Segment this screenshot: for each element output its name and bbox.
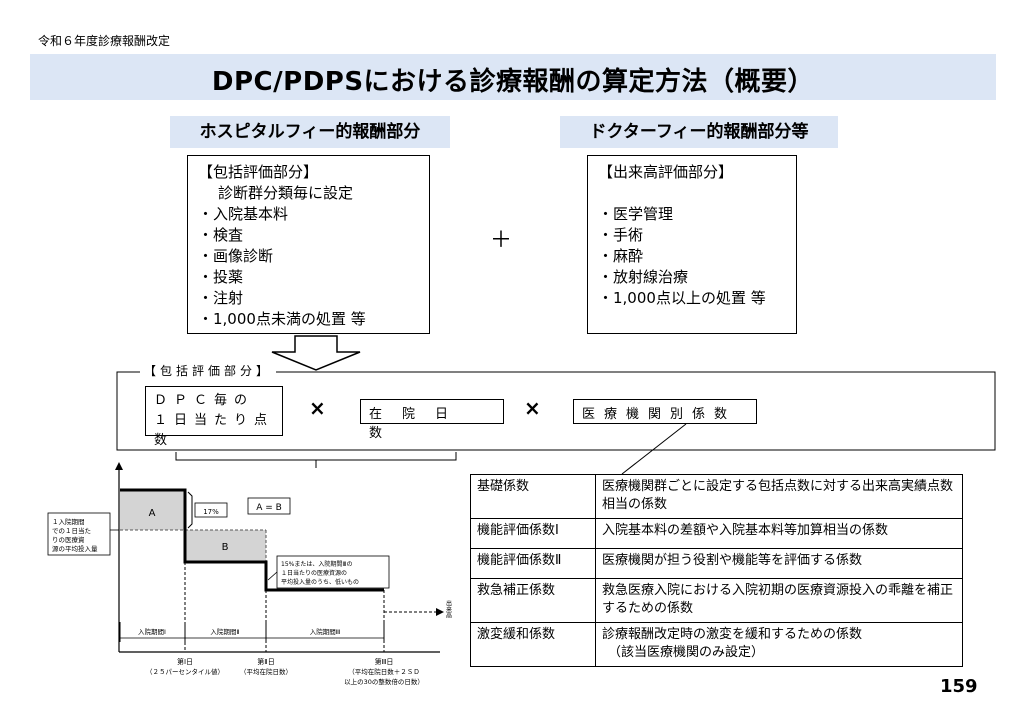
period2-label: 入院期間Ⅱ: [210, 627, 239, 636]
area-b: [185, 530, 266, 562]
coef-desc: 医療機関群ごとに設定する包括点数に対する出来高実績点数相当の係数: [595, 474, 963, 519]
callout-line: [621, 423, 687, 475]
note15-box: [276, 555, 390, 589]
y-axis-arrow-icon: [115, 462, 123, 470]
ffs-item: ・1,000点以上の処置 等: [598, 289, 766, 307]
fee-for-service-box: 【出来高評価部分】 ・医学管理 ・手術 ・麻酔 ・放射線治療 ・1,000点以上…: [587, 155, 797, 334]
plus-sign: ＋: [490, 228, 513, 253]
formula-term-coefficient: 医療機関別係数: [573, 399, 757, 424]
coef-name: 基礎係数: [470, 474, 596, 519]
pct-box: [194, 502, 228, 518]
step-line: [120, 488, 384, 592]
coef-desc-note: （該当医療機関のみ設定）: [608, 645, 765, 660]
doctor-fee-heading: ドクターフィー的報酬部分等: [560, 116, 838, 148]
day2-sub: （平均在院日数）: [240, 667, 292, 676]
inclusive-item: ・注射: [198, 289, 244, 307]
y-note-box: [47, 512, 111, 556]
inclusive-item: ・画像診断: [198, 247, 274, 265]
coef-desc: 救急医療入院における入院初期の医療資源投入の乖離を補正するための係数: [595, 578, 963, 623]
brace-line: [175, 452, 457, 468]
day3-label: 第Ⅲ日: [375, 657, 394, 666]
day1-label: 第Ⅰ日: [177, 657, 193, 666]
table-row: 激変緩和係数 診療報酬改定時の激変を緩和するための係数 （該当医療機関のみ設定）: [470, 622, 963, 667]
ffs-item: ・医学管理: [598, 205, 674, 223]
note15-line: 平均投入量のうち、低いもの: [281, 578, 359, 586]
x-axis-arrow-icon: [436, 608, 444, 616]
coef-desc: 診療報酬改定時の激変を緩和するための係数 （該当医療機関のみ設定）: [595, 622, 963, 667]
inclusive-item: ・1,000点未満の処置 等: [198, 310, 366, 328]
note15-line: １日当たりの医療資源の: [281, 569, 347, 577]
formula-term-days: 在院日数: [360, 399, 504, 441]
day3-sub2: 以上の30の整数倍の日数）: [344, 677, 424, 686]
coef-name: 機能評価係数Ⅰ: [470, 518, 596, 549]
coefficient-table: 基礎係数 医療機関群ごとに設定する包括点数に対する出来高実績点数相当の係数 機能…: [470, 474, 963, 667]
down-arrow-icon: [271, 335, 361, 371]
coef-desc-line: 診療報酬改定時の激変を緩和するための係数: [602, 627, 863, 642]
period3-label: 入院期間Ⅲ: [310, 627, 340, 636]
eq-label: A = B: [256, 503, 282, 513]
coef-desc: 医療機関が担う役割や機能等を評価する係数: [595, 548, 963, 579]
formula-term-daily-points: ＤＰＣ毎の １日当たり点数: [145, 386, 283, 448]
area-a-label: A: [149, 508, 156, 519]
ffs-item: ・手術: [598, 226, 644, 244]
day3-sub1: （平均在院日数＋２ＳＤ: [348, 667, 420, 676]
page-title: DPC/PDPSにおける診療報酬の算定方法（概要）: [211, 67, 815, 97]
inclusive-item: ・入院基本料: [198, 205, 289, 223]
inclusive-evaluation-box: 【包括評価部分】 診断群分類毎に設定 ・入院基本料 ・検査 ・画像診断 ・投薬 …: [187, 155, 430, 334]
inclusive-item: ・検査: [198, 226, 244, 244]
day1-sub: （２５パーセンタイル値）: [146, 667, 224, 676]
note15-line: 15%または、入院期間Ⅲの: [281, 560, 352, 568]
multiply-sign: ×: [524, 396, 541, 420]
x-unit-label: 出来高: [445, 599, 452, 619]
table-row: 救急補正係数 救急医療入院における入院初期の医療資源投入の乖離を補正するための係…: [470, 578, 963, 623]
y-note-line: 源の平均投入量: [52, 544, 98, 553]
table-row: 機能評価係数Ⅱ 医療機関が担う役割や機能等を評価する係数: [470, 548, 963, 579]
table-row: 機能評価係数Ⅰ 入院基本料の差額や入院基本料等加算相当の係数: [470, 518, 963, 549]
formula-frame: [116, 371, 996, 451]
ffs-item: ・麻酔: [598, 247, 644, 265]
note15-pointer: [267, 571, 278, 581]
coef-name: 激変緩和係数: [470, 622, 596, 667]
hospital-fee-heading: ホスピタルフィー的報酬部分: [170, 116, 450, 148]
formula-label: 【包括評価部分】: [140, 362, 277, 379]
formula-term1-line1: ＤＰＣ毎の: [154, 393, 255, 408]
ffs-box-title: 【出来高評価部分】: [598, 163, 734, 181]
inclusive-box-title: 【包括評価部分】: [198, 163, 319, 181]
inclusive-box-subtitle: 診断群分類毎に設定: [218, 184, 354, 202]
coef-name: 機能評価係数Ⅱ: [470, 548, 596, 579]
y-note-line: １入院期間: [52, 517, 85, 526]
inclusive-item: ・投薬: [198, 268, 244, 286]
title-banner: DPC/PDPSにおける診療報酬の算定方法（概要）: [30, 54, 996, 100]
y-note-line: りの医療資: [52, 535, 85, 544]
pct-label: 17%: [203, 508, 219, 516]
formula-term1-line2: １日当たり点数: [154, 413, 275, 448]
coef-desc: 入院基本料の差額や入院基本料等加算相当の係数: [595, 518, 963, 549]
revision-label: 令和６年度診療報酬改定: [38, 34, 171, 48]
area-b-label: B: [222, 542, 229, 553]
ffs-item: ・放射線治療: [598, 268, 689, 286]
eq-box: [247, 497, 291, 515]
day2-label: 第Ⅱ日: [257, 657, 274, 666]
page-number: 159: [940, 676, 978, 697]
table-row: 基礎係数 医療機関群ごとに設定する包括点数に対する出来高実績点数相当の係数: [470, 474, 963, 519]
y-note-line: での１日当た: [52, 526, 91, 535]
area-a: [120, 490, 185, 530]
multiply-sign: ×: [309, 396, 326, 420]
pct-bracket: [187, 491, 193, 529]
coef-name: 救急補正係数: [470, 578, 596, 623]
period1-label: 入院期間Ⅰ: [138, 627, 166, 636]
